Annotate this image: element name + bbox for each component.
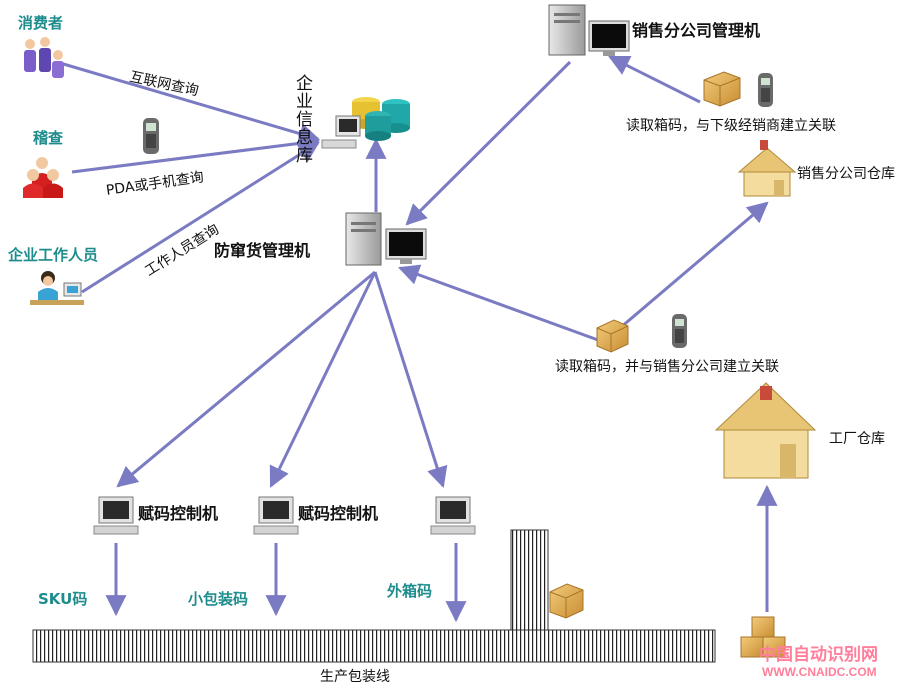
sales-branch-server-icon <box>548 4 630 56</box>
arrow-branch-read-to-antimgr <box>398 264 599 342</box>
watermark-url: WWW.CNAIDC.COM <box>762 665 877 679</box>
inspector-label: 稽查 <box>33 129 64 147</box>
arrow-consumer-to-db <box>59 61 321 144</box>
handheld-scanner-icon <box>672 314 687 348</box>
arrow-staff-to-db <box>81 141 320 294</box>
inspector-icon <box>23 157 63 198</box>
read-dealer-label: 读取箱码，与下级经销商建立关联 <box>626 118 836 134</box>
coding-controller-1-label: 赋码控制机 <box>138 504 219 523</box>
carton-box-icon <box>703 71 741 107</box>
arrow-antimgr-to-coding-2 <box>269 271 377 488</box>
sku-code-label: SKU码 <box>38 590 88 608</box>
carton-box-icon <box>596 319 629 353</box>
outer-box-code-label: 外箱码 <box>387 582 433 600</box>
factory-warehouse-label: 工厂仓库 <box>829 431 885 447</box>
watermark-title: 中国自动识别网 <box>759 645 878 664</box>
coding-pc-icon <box>430 496 476 535</box>
factory-warehouse-house-icon <box>714 382 817 479</box>
arrow-branch-read-to-warehouse <box>619 201 769 330</box>
database-server-icon <box>321 97 410 149</box>
arrow-dealer-read-to-branch <box>608 55 701 104</box>
sales-warehouse-house-icon <box>737 140 797 197</box>
production-line-conveyor <box>32 629 716 663</box>
production-line-label: 生产包装线 <box>320 669 390 685</box>
staff-icon <box>30 271 84 305</box>
coding-controller-2-label: 赋码控制机 <box>298 504 379 523</box>
arrow-inspector-to-db <box>71 132 321 174</box>
read-branch-label: 读取箱码，并与销售分公司建立关联 <box>555 359 779 375</box>
sales-branch-label: 销售分公司管理机 <box>632 21 761 40</box>
arrow-branch-to-antimgr <box>405 60 572 226</box>
carton-box-icon <box>549 583 584 619</box>
coding-pc-icon <box>93 496 139 535</box>
consumer-icon <box>24 37 64 78</box>
coding-pc-icon <box>253 496 299 535</box>
arrow-antimgr-to-coding-1 <box>116 270 376 488</box>
arrows <box>59 55 778 623</box>
staff-label: 企业工作人员 <box>8 246 99 264</box>
arrow-antimgr-to-coding-3 <box>373 271 448 489</box>
carton-stack-icon <box>740 616 786 658</box>
production-line-riser <box>510 529 549 631</box>
sales-warehouse-label: 销售分公司仓库 <box>797 166 895 182</box>
anti-counterfeit-server-icon <box>345 212 427 266</box>
handheld-scanner-icon <box>758 73 773 107</box>
anti-counterfeit-label: 防窜货管理机 <box>214 241 311 260</box>
small-pack-code-label: 小包装码 <box>188 590 249 608</box>
consumer-label: 消费者 <box>18 14 64 32</box>
pda-scanner-icon <box>143 118 159 154</box>
info-db-label: 企业信息库 <box>292 74 312 164</box>
